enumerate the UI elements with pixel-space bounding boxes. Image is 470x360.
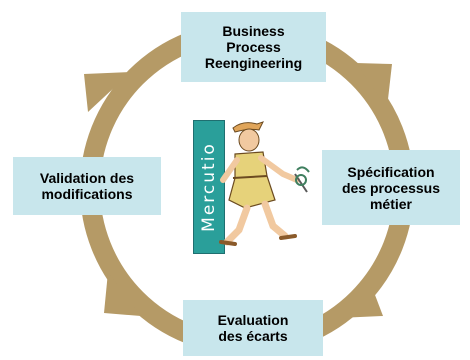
- mercutio-logo: Mercutio: [193, 120, 225, 254]
- step-line: métier: [369, 195, 413, 212]
- arrow-lower-right: [338, 287, 383, 318]
- step-line: modifications: [41, 186, 133, 202]
- step-line: Evaluation: [217, 312, 289, 328]
- mercury-figure-illustration: [219, 121, 310, 246]
- step-line: Validation des: [39, 170, 135, 186]
- step-line: Business: [222, 23, 285, 39]
- step-line: des processus: [341, 179, 441, 196]
- step-line: des écarts: [218, 328, 288, 344]
- step-evaluation: Evaluation des écarts: [183, 300, 323, 356]
- arrow-upper-right: [356, 63, 392, 108]
- step-line: Spécification: [347, 163, 435, 180]
- step-specification: Spécification des processus métier: [322, 150, 460, 225]
- arrow-lower-left: [104, 272, 141, 316]
- arrow-upper-left: [84, 72, 131, 112]
- step-line: Process: [226, 39, 281, 55]
- step-line: Reengineering: [204, 55, 303, 71]
- step-business-process-reengineering: Business Process Reengineering: [181, 12, 326, 82]
- step-validation: Validation des modifications: [13, 157, 161, 215]
